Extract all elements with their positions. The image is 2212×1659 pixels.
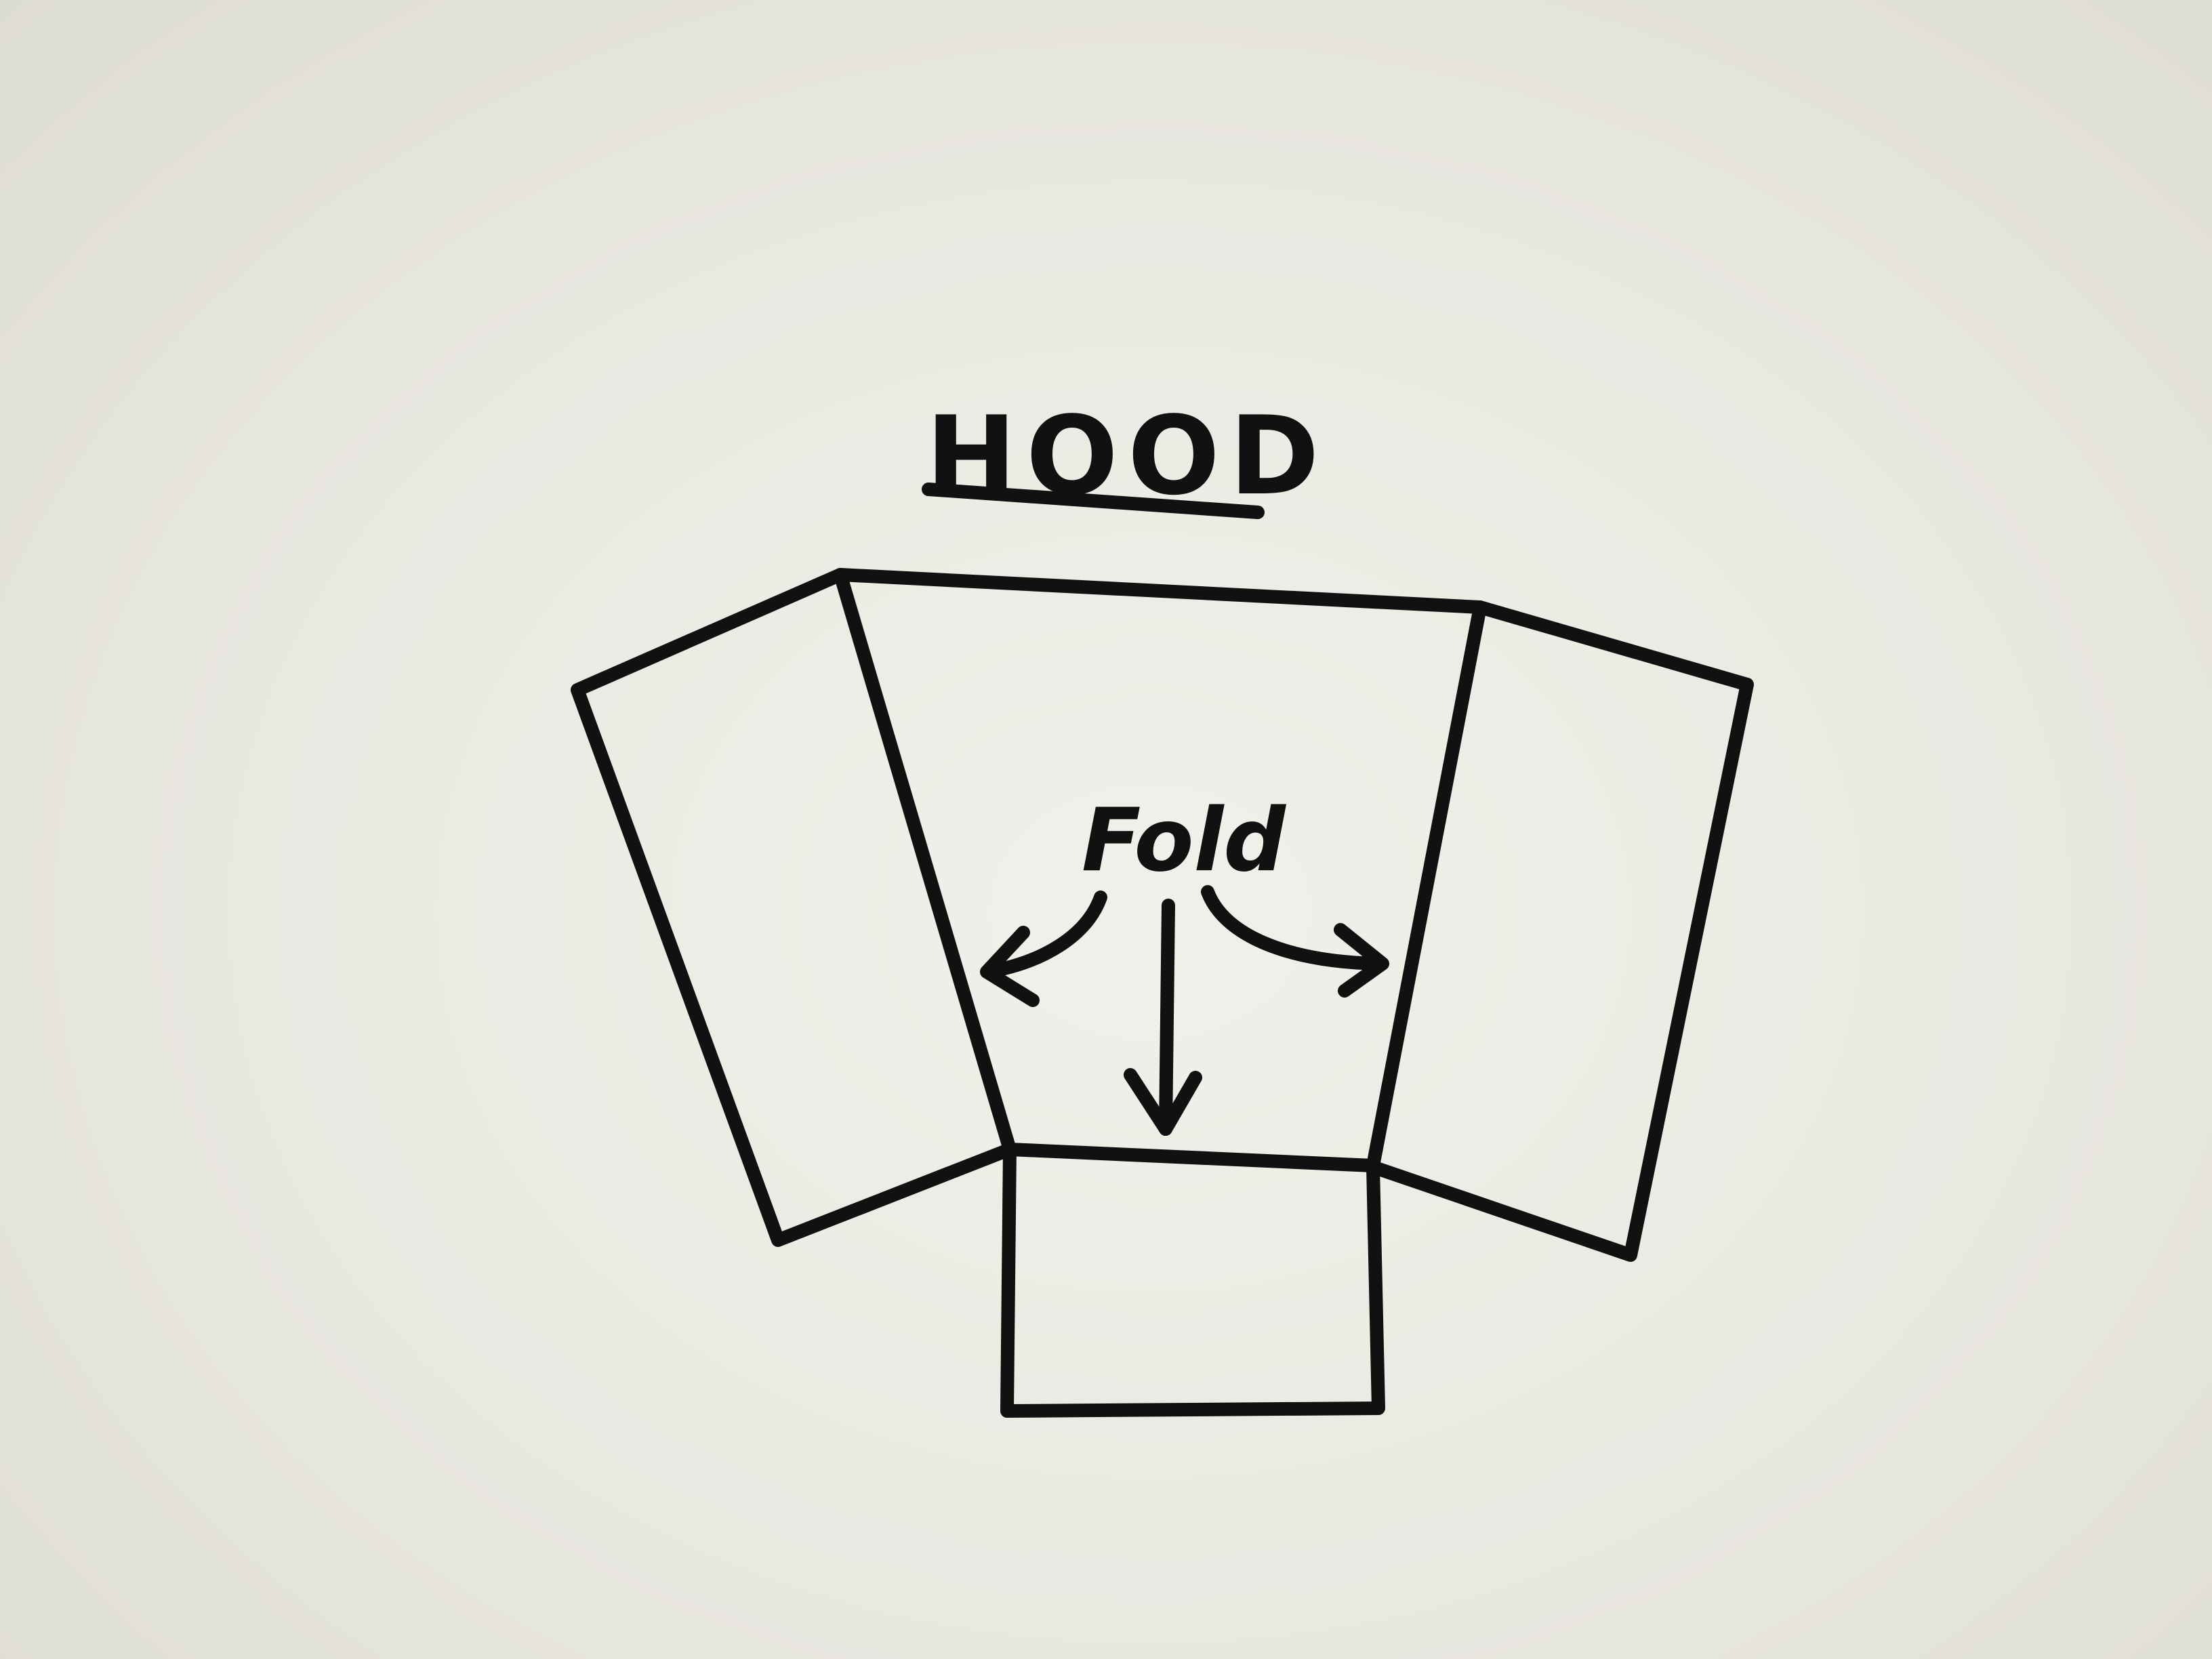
title-underline (922, 483, 1265, 519)
right-side-panel (1366, 600, 1754, 1262)
bottom-tab-panel (1000, 1143, 1385, 1418)
left-side-panel (571, 568, 1017, 1247)
arrow-left (980, 890, 1107, 1007)
fold-label: Fold (1082, 790, 1286, 891)
arrow-right (1201, 885, 1389, 998)
arrow-down (1124, 899, 1202, 1136)
